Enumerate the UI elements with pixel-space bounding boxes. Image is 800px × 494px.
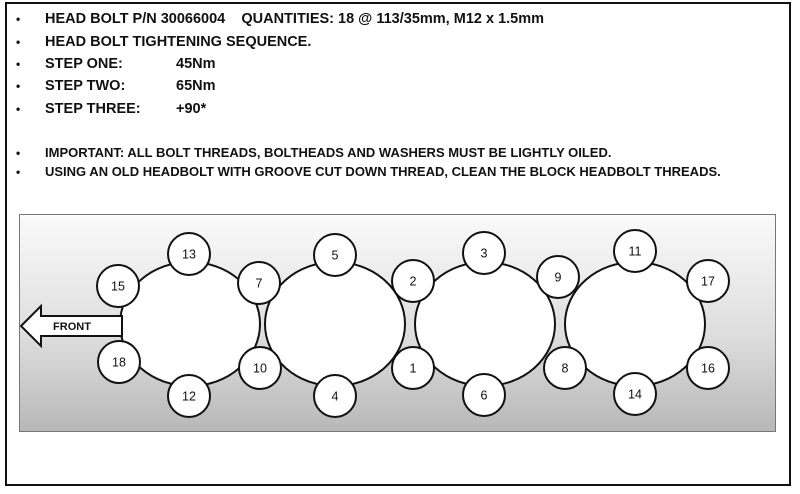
bullet: • bbox=[16, 146, 21, 160]
bolt-10: 10 bbox=[238, 346, 282, 390]
bolt-circle bbox=[613, 229, 657, 273]
cylinder bbox=[264, 261, 406, 387]
bolt-circle bbox=[462, 231, 506, 275]
bolt-circle bbox=[167, 232, 211, 276]
bolt-circle bbox=[613, 372, 657, 416]
bolt-12: 12 bbox=[167, 374, 211, 418]
bolt-15: 15 bbox=[96, 264, 140, 308]
bolt-9: 9 bbox=[536, 255, 580, 299]
note-text: USING AN OLD HEADBOLT WITH GROOVE CUT DO… bbox=[45, 164, 721, 179]
bolt-number: 1 bbox=[410, 362, 417, 376]
bolt-6: 6 bbox=[462, 373, 506, 417]
bolt-circle bbox=[313, 374, 357, 418]
bullet: • bbox=[16, 12, 21, 26]
bolt-circle bbox=[97, 340, 141, 384]
bolt-number: 11 bbox=[629, 245, 642, 259]
bolt-circle bbox=[543, 346, 587, 390]
bolt-circle bbox=[238, 346, 282, 390]
bullet: • bbox=[16, 102, 21, 116]
bolt-circle bbox=[96, 264, 140, 308]
bolt-circle bbox=[686, 259, 730, 303]
bullet: • bbox=[16, 79, 21, 93]
bolt-number: 10 bbox=[253, 362, 267, 376]
bolt-circle bbox=[536, 255, 580, 299]
outer-frame bbox=[5, 2, 791, 486]
notes-block: • HEAD BOLT P/N 30066004 QUANTITIES: 18 … bbox=[0, 0, 800, 200]
bolt-number: 6 bbox=[481, 389, 488, 403]
note-text: HEAD BOLT TIGHTENING SEQUENCE. bbox=[45, 34, 312, 50]
bolt-number: 5 bbox=[332, 249, 339, 263]
bolt-1: 1 bbox=[391, 346, 435, 390]
cylinders bbox=[119, 261, 706, 387]
bolt-number: 3 bbox=[481, 247, 488, 261]
bolt-number: 15 bbox=[111, 280, 125, 294]
bullet: • bbox=[16, 165, 21, 179]
front-label: FRONT bbox=[53, 321, 91, 333]
bolt-number: 14 bbox=[628, 388, 642, 402]
bolt-4: 4 bbox=[313, 374, 357, 418]
bolt-16: 16 bbox=[686, 346, 730, 390]
bolt-18: 18 bbox=[97, 340, 141, 384]
step-value: +90* bbox=[176, 101, 207, 117]
bolt-3: 3 bbox=[462, 231, 506, 275]
bolt-circle bbox=[686, 346, 730, 390]
step-label: STEP TWO: bbox=[45, 78, 126, 94]
bolt-13: 13 bbox=[167, 232, 211, 276]
bolt-number: 12 bbox=[182, 390, 196, 404]
bolt-5: 5 bbox=[313, 233, 357, 277]
bolt-circle bbox=[313, 233, 357, 277]
bolt-14: 14 bbox=[613, 372, 657, 416]
front-arrow: FRONT bbox=[20, 303, 123, 349]
bolt-number: 9 bbox=[555, 271, 562, 285]
bolt-number: 4 bbox=[332, 390, 339, 404]
bolt-11: 11 bbox=[613, 229, 657, 273]
bolt-number: 13 bbox=[182, 248, 196, 262]
bullet: • bbox=[16, 35, 21, 49]
bolt-circle bbox=[462, 373, 506, 417]
note-text: IMPORTANT: ALL BOLT THREADS, BOLTHEADS A… bbox=[45, 145, 612, 160]
bolt-2: 2 bbox=[391, 259, 435, 303]
step-value: 65Nm bbox=[176, 78, 216, 94]
step-label: STEP ONE: bbox=[45, 56, 123, 72]
front-arrow-icon bbox=[20, 303, 123, 349]
bolt-number: 8 bbox=[562, 362, 569, 376]
bolt-number: 18 bbox=[112, 356, 126, 370]
bolt-number: 7 bbox=[256, 277, 263, 291]
bolt-circle bbox=[237, 261, 281, 305]
note-text: HEAD BOLT P/N 30066004 QUANTITIES: 18 @ … bbox=[45, 11, 545, 27]
bolt-circle bbox=[167, 374, 211, 418]
bolt-7: 7 bbox=[237, 261, 281, 305]
step-value: 45Nm bbox=[176, 56, 216, 72]
bolt-number: 16 bbox=[701, 362, 715, 376]
cylinder bbox=[414, 261, 556, 387]
bolt-circle bbox=[391, 346, 435, 390]
bolt-circle bbox=[391, 259, 435, 303]
bolt-number: 2 bbox=[410, 275, 417, 289]
bolt-number: 17 bbox=[701, 275, 715, 289]
step-label: STEP THREE: bbox=[45, 101, 141, 117]
bolt-8: 8 bbox=[543, 346, 587, 390]
bullet: • bbox=[16, 57, 21, 71]
bolt-17: 17 bbox=[686, 259, 730, 303]
